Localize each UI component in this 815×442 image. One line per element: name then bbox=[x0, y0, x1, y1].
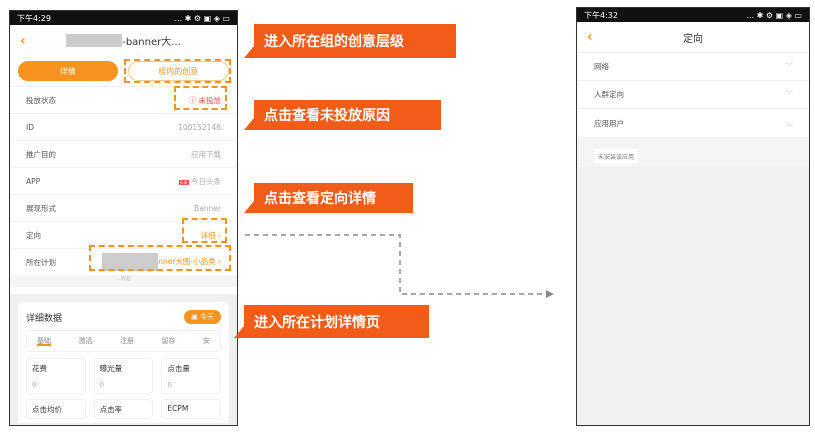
metric-cell: 花费 0 bbox=[26, 358, 86, 394]
metric-cell: 点击率 bbox=[93, 399, 154, 419]
metrics-grid: 花费 0 曝光量 0 点击量 0 点击均价 点击率 ECPM bbox=[26, 358, 221, 419]
redacted-title bbox=[66, 34, 123, 47]
chevron-up-icon: ︿ bbox=[785, 118, 793, 128]
metric-label: 点击均价 bbox=[32, 405, 62, 414]
back-icon[interactable]: ‹ bbox=[20, 32, 26, 49]
card-title: 详细数据 bbox=[26, 313, 63, 324]
tab-bar: 详情 组内的创意 bbox=[10, 56, 237, 86]
highlight-targeting bbox=[182, 218, 227, 243]
metric-label: 曝光量 bbox=[99, 364, 123, 373]
chevron-right-icon: › bbox=[218, 230, 221, 240]
row-targeting[interactable]: 定向 详细 › bbox=[10, 221, 237, 248]
status-icons: ... ✱ ⚙ ▣ ◈ ▭ bbox=[174, 13, 231, 23]
callout-targeting: 点击查看定向详情 bbox=[244, 183, 413, 213]
app-icon: 头条 bbox=[178, 179, 189, 185]
app-users-content: 未安装该应用 bbox=[577, 137, 809, 167]
chevron-right-icon: › bbox=[218, 257, 221, 266]
metric-cell: 点击量 0 bbox=[161, 358, 221, 394]
tab-retention[interactable]: 留存 bbox=[161, 337, 176, 345]
row-value: 100152148 bbox=[178, 122, 221, 132]
section-audience[interactable]: 人群定向 ﹀ bbox=[577, 81, 809, 109]
row-value: Banner bbox=[194, 203, 221, 213]
row-label: ID bbox=[26, 122, 34, 132]
data-section: 详细数据 ▣ 今天 基础 激活 注册 留存 安 花费 0 曝光量 0 点击量 0 点击均… bbox=[10, 294, 237, 425]
metric-cell: 曝光量 0 bbox=[93, 358, 154, 394]
section-label: 应用用户 bbox=[594, 118, 624, 128]
row-status[interactable]: 投放状态 ⓘ 未投放 bbox=[10, 86, 237, 113]
tab-details[interactable]: 详情 bbox=[18, 61, 118, 81]
header: ‹ -banner大... bbox=[10, 25, 237, 56]
section-label: 人群定向 bbox=[594, 90, 624, 99]
metric-cell: 点击均价 bbox=[26, 399, 86, 419]
status-value[interactable]: ⓘ 未投放 bbox=[189, 95, 221, 106]
section-label: 网络 bbox=[594, 62, 609, 71]
status-time: 下午4:32 bbox=[584, 10, 618, 20]
collapse-label: 收起 bbox=[121, 276, 132, 282]
row-plan[interactable]: 所在计划 nner大图-小品类 › bbox=[10, 248, 237, 275]
tab-group-creatives[interactable]: 组内的创意 bbox=[127, 61, 229, 81]
date-button[interactable]: ▣ 今天 bbox=[184, 310, 221, 324]
metric-label: ECPM bbox=[167, 404, 189, 413]
chevron-down-icon: ﹀ bbox=[785, 90, 793, 99]
row-value: 应用下载 bbox=[191, 149, 221, 159]
back-icon[interactable]: ‹ bbox=[587, 29, 593, 45]
plan-link[interactable]: nner大图-小品类 › bbox=[102, 253, 221, 271]
status-icons: ... ✱ ⚙ ▣ ◈ ▭ bbox=[746, 10, 803, 20]
callout-creatives: 进入所在组的创意层级 bbox=[244, 24, 456, 58]
status-bar: 下午4:32 ... ✱ ⚙ ▣ ◈ ▭ bbox=[577, 8, 809, 22]
tab-register[interactable]: 注册 bbox=[120, 337, 134, 345]
redacted-plan bbox=[102, 253, 159, 271]
callout-plan: 进入所在计划详情页 bbox=[234, 305, 429, 338]
row-label: APP bbox=[26, 176, 41, 186]
right-phone: 下午4:32... ✱ ⚙ ▣ ◈ ▭ ‹定向 网络﹀ 人群定向﹀ 应用用户︿ … bbox=[576, 7, 810, 426]
metric-cell: ECPM bbox=[161, 399, 221, 419]
callout-status: 点击查看未投放原因 bbox=[244, 100, 441, 130]
row-purpose: 推广目的 应用下载 bbox=[10, 140, 237, 167]
date-label: 今天 bbox=[200, 313, 214, 321]
highlight-plan bbox=[89, 245, 231, 271]
row-app: APP 头条 今日头条 bbox=[10, 167, 237, 194]
metric-value: 0 bbox=[167, 381, 172, 389]
highlight-status bbox=[174, 86, 227, 110]
row-format: 展现形式 Banner bbox=[10, 194, 237, 221]
metric-value: 0 bbox=[99, 381, 105, 389]
page-title: -banner大... bbox=[122, 37, 181, 48]
targeting-details-link[interactable]: 详细 › bbox=[201, 230, 221, 241]
tab-install[interactable]: 安 bbox=[203, 337, 210, 345]
tab-basic[interactable]: 基础 bbox=[37, 337, 51, 346]
link-text: nner大图-小品类 bbox=[158, 257, 216, 266]
tag-not-installed: 未安装该应用 bbox=[594, 149, 639, 164]
page-title: 定向 bbox=[683, 33, 703, 45]
section-network[interactable]: 网络 ﹀ bbox=[577, 53, 809, 81]
row-value: 今日头条 bbox=[191, 176, 221, 186]
status-bar: 下午4:29 ... ✱ ⚙ ▣ ◈ ▭ bbox=[10, 11, 237, 25]
metric-label: 花费 bbox=[32, 364, 47, 373]
row-label: 展现形式 bbox=[26, 203, 56, 213]
tab-activation[interactable]: 激活 bbox=[78, 337, 93, 345]
warning-icon: ⓘ bbox=[188, 95, 199, 105]
metric-value: 0 bbox=[32, 381, 37, 389]
metric-label: 点击率 bbox=[99, 405, 123, 414]
section-app-users[interactable]: 应用用户 ︿ bbox=[577, 109, 809, 137]
row-id: ID 100152148 bbox=[10, 113, 237, 140]
status-text: 未投放 bbox=[198, 95, 222, 105]
row-label: 定向 bbox=[26, 230, 41, 240]
header: ‹ 定向 bbox=[577, 22, 809, 53]
collapse-button[interactable]: ︿收起 bbox=[10, 275, 237, 287]
status-time: 下午4:29 bbox=[17, 13, 51, 23]
metric-tabs: 基础 激活 注册 留存 安 bbox=[26, 330, 221, 352]
metric-label: 点击量 bbox=[167, 364, 190, 373]
link-text: 详细 bbox=[200, 230, 216, 240]
detail-data-card: 详细数据 ▣ 今天 基础 激活 注册 留存 安 花费 0 曝光量 0 点击量 0 点击均… bbox=[18, 302, 229, 423]
row-label: 所在计划 bbox=[26, 257, 56, 267]
row-label: 推广目的 bbox=[26, 149, 56, 159]
row-label: 投放状态 bbox=[26, 95, 56, 105]
chevron-down-icon: ﹀ bbox=[785, 62, 793, 71]
calendar-icon: ▣ bbox=[191, 313, 200, 321]
chevron-up-icon: ︿ bbox=[115, 276, 121, 282]
highlight-creatives bbox=[124, 59, 231, 83]
